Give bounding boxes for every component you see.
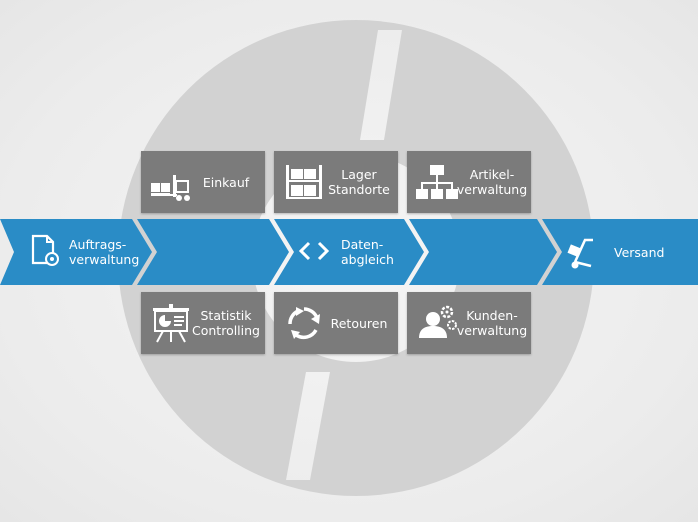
band-segment-datenabgleich <box>274 219 424 285</box>
tile-lager-standorte[interactable]: Lager Standorte <box>274 151 398 213</box>
tile-einkauf[interactable]: Einkauf <box>141 151 265 213</box>
tile-label: Retouren <box>330 315 388 331</box>
tile-kundenverwaltung[interactable]: Kunden- verwaltung <box>407 292 531 354</box>
warehouse-shelf-icon <box>286 165 322 199</box>
hierarchy-boxes-icon <box>416 165 458 199</box>
tile-label: Artikel- verwaltung <box>456 167 528 197</box>
band-label-datenabgleich: Daten- abgleich <box>341 237 394 267</box>
presentation-board-icon <box>153 304 189 343</box>
band-label-auftragsverwaltung: Auftrags- verwaltung <box>69 237 140 267</box>
tile-label: Lager Standorte <box>328 167 390 197</box>
tile-retouren[interactable]: Retouren <box>274 292 398 354</box>
hand-truck-icon <box>567 238 593 269</box>
band-segment-empty-1 <box>137 219 289 285</box>
band-label-versand: Versand <box>614 245 665 260</box>
forklift-pallets-icon <box>151 175 190 201</box>
tile-label: Einkauf <box>202 174 250 190</box>
tile-artikelverwaltung[interactable]: Artikel- verwaltung <box>407 151 531 213</box>
process-band <box>0 219 698 285</box>
user-gears-icon <box>419 305 457 338</box>
sync-arrows-icon <box>298 241 330 261</box>
cycle-arrows-icon <box>288 307 320 340</box>
tile-label: Kunden- verwaltung <box>456 308 528 338</box>
tile-statistik-controlling[interactable]: Statistik Controlling <box>141 292 265 354</box>
band-segment-versand <box>542 219 698 285</box>
band-segment-empty-2 <box>409 219 557 285</box>
document-gear-icon <box>31 234 59 266</box>
tile-label: Statistik Controlling <box>192 308 260 338</box>
